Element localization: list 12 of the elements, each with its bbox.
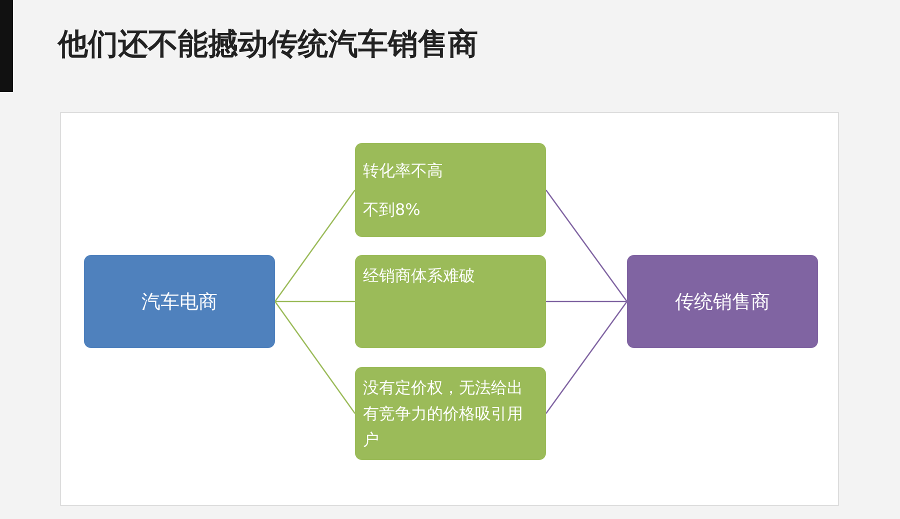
connector-line — [546, 300, 627, 302]
connector-line — [274, 301, 356, 414]
process-box: 经销商体系难破 — [355, 255, 546, 348]
connector-line — [275, 300, 355, 302]
process-box: 汽车电商 — [84, 255, 275, 348]
connector-line — [545, 301, 628, 414]
process-box: 传统销售商 — [627, 255, 818, 348]
process-box: 转化率不高 不到8% — [355, 143, 546, 237]
connector-line — [545, 190, 628, 302]
title: 他们还不能撼动传统汽车销售商 — [58, 26, 478, 64]
connector-line — [274, 190, 356, 302]
process-box: 没有定价权，无法给出有竞争力的价格吸引用户 — [355, 367, 546, 460]
